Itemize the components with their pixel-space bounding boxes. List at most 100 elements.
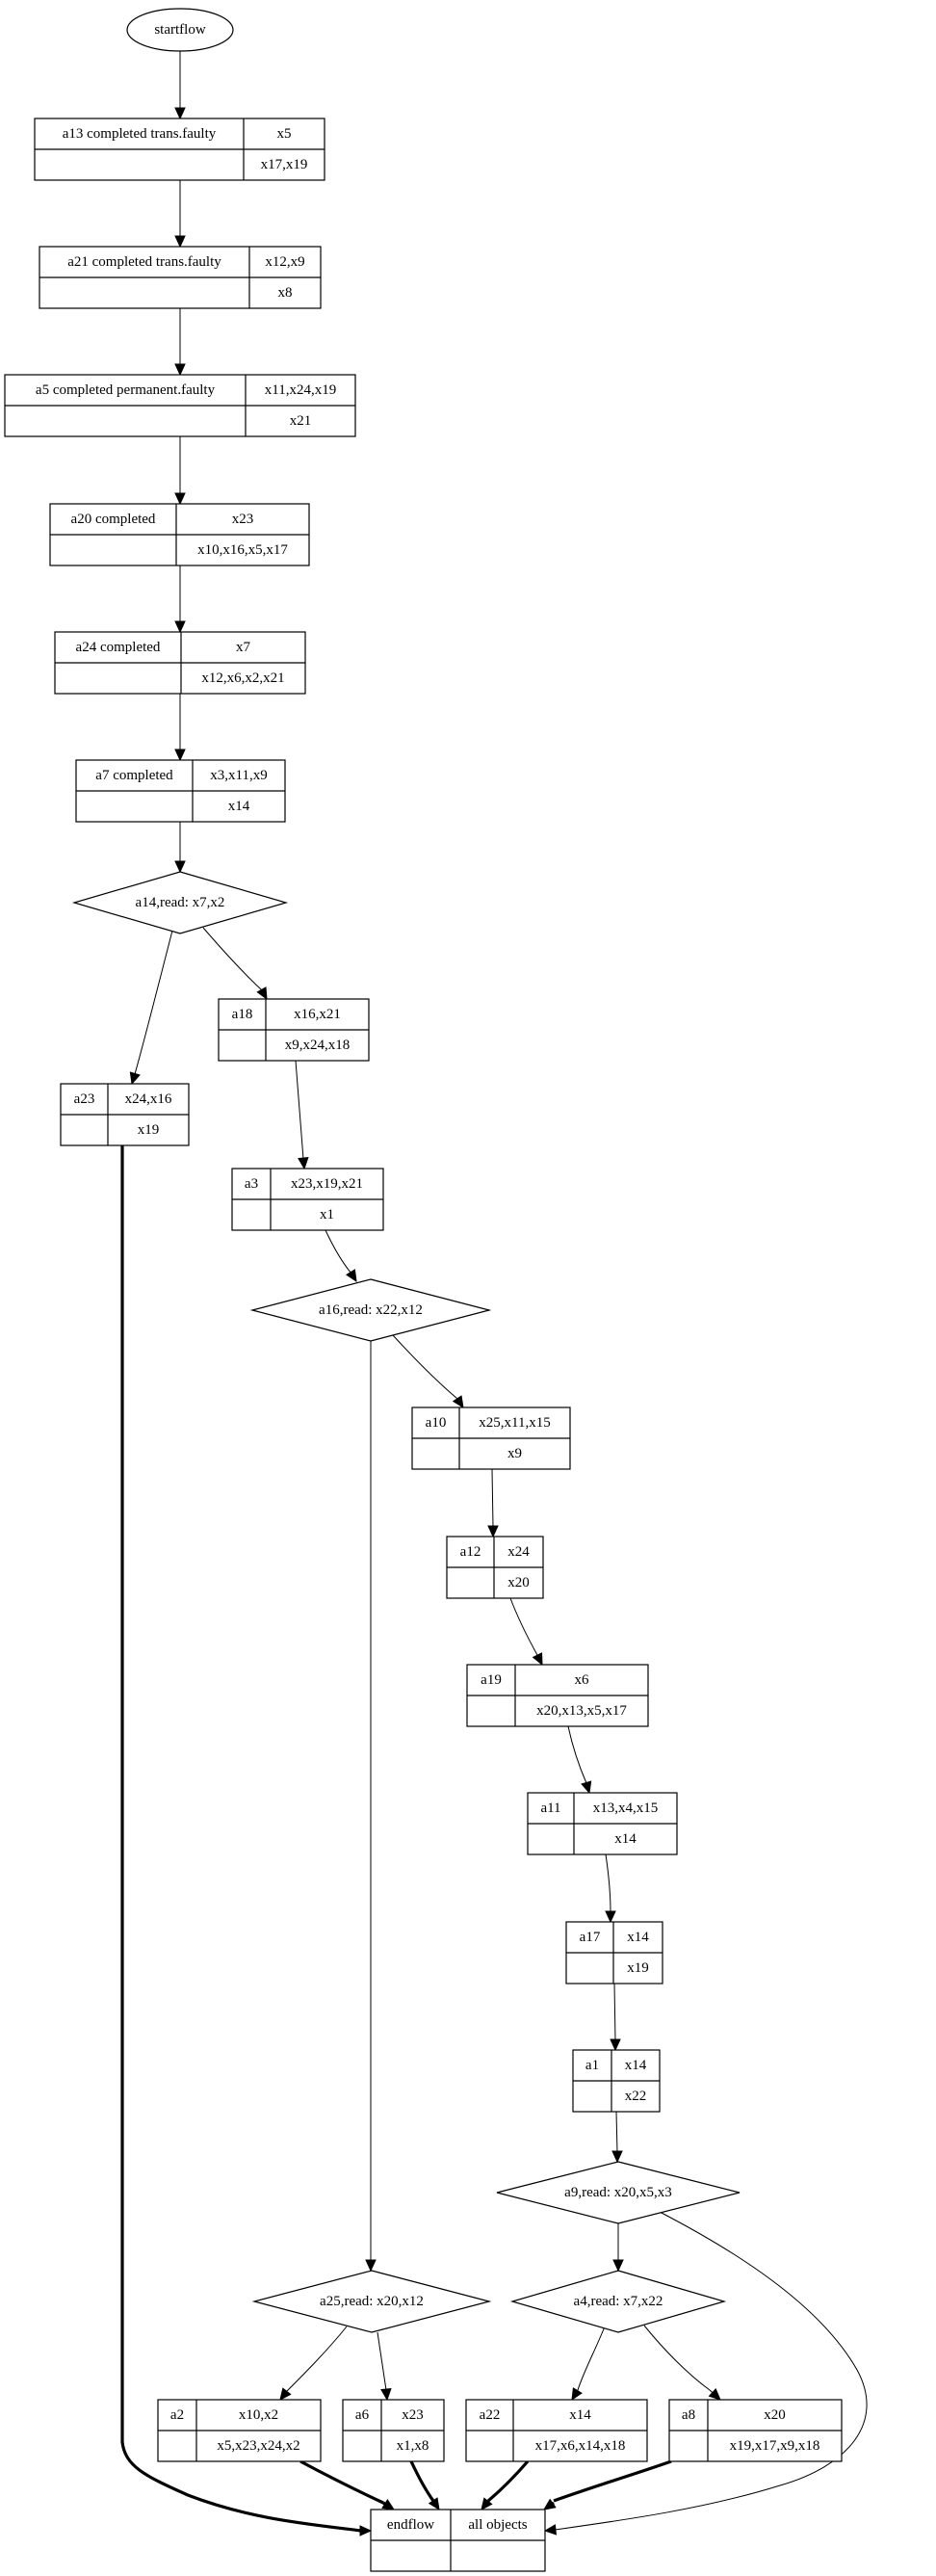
edge-line xyxy=(295,1060,304,1160)
activity-label: a12 xyxy=(460,1544,481,1560)
activity-objects-bottom: x1 xyxy=(320,1207,334,1222)
arrowhead-icon xyxy=(279,2387,292,2401)
edge-a25-to-a6 xyxy=(377,2331,392,2402)
edge-a18-to-a3 xyxy=(295,1060,309,1170)
activity-objects-bottom: x8 xyxy=(278,285,293,301)
edge-line xyxy=(577,2326,606,2391)
arrowhead-icon xyxy=(346,1269,357,1283)
edge-a21-to-a5 xyxy=(174,308,186,377)
activity-label: a7 completed xyxy=(95,768,173,783)
arrowhead-icon xyxy=(543,2524,558,2536)
edge-a17-to-a1 xyxy=(610,1983,621,2052)
edge-line xyxy=(286,2326,348,2392)
node-a5: a5 completed permanent.faulty x11,x24,x19… xyxy=(4,374,356,437)
start-label: startflow xyxy=(154,22,205,38)
edge-line xyxy=(613,1983,616,2041)
activity-objects-bottom: x9,x24,x18 xyxy=(285,1038,351,1053)
edge-line xyxy=(120,1145,362,2533)
activity-objects-top: x13,x4,x15 xyxy=(593,1801,659,1816)
edge-line xyxy=(605,1853,611,1913)
activity-objects-top: x14 xyxy=(625,2058,647,2073)
activity-objects-top: x25,x11,x15 xyxy=(479,1415,550,1431)
edge-a8-to-endflow xyxy=(543,2459,672,2510)
arrowhead-icon xyxy=(174,235,186,249)
activity-label: a17 xyxy=(580,1930,601,1945)
edge-a22-to-endflow xyxy=(481,2459,530,2510)
activity-objects-bottom: x14 xyxy=(228,799,250,814)
activity-objects-top: x20 xyxy=(764,2407,786,2423)
arrowhead-icon xyxy=(610,2038,621,2052)
activity-label: a11 xyxy=(540,1801,560,1816)
arrowhead-icon xyxy=(571,2387,583,2402)
arrowhead-icon xyxy=(359,2525,373,2537)
activity-objects-top: x14 xyxy=(627,1930,649,1945)
activity-label: a21 completed trans.faulty xyxy=(67,254,221,270)
activity-label: a8 xyxy=(682,2407,695,2423)
arrowhead-icon xyxy=(611,2150,623,2164)
edge-a4-to-a8 xyxy=(643,2325,721,2401)
edge-line xyxy=(554,2211,868,2531)
activity-objects-bottom: x20 xyxy=(507,1575,530,1590)
end-label: endflow xyxy=(387,2517,434,2533)
activity-label: a24 completed xyxy=(76,640,161,655)
arrowhead-icon xyxy=(174,492,186,506)
decision-diamond xyxy=(249,1278,492,1342)
decision-label: a14,read: x7,x2 xyxy=(136,895,225,910)
edge-line xyxy=(643,2325,711,2391)
decision-label: a16,read: x22,x12 xyxy=(319,1302,423,1318)
activity-objects-bottom: x21 xyxy=(290,413,312,429)
edge-a12-to-a19 xyxy=(509,1597,543,1667)
node-a8: a8 x20 x19,x17,x9,x18 xyxy=(668,2399,843,2462)
activity-objects-bottom: x19,x17,x9,x18 xyxy=(730,2438,820,2454)
edge-a20-to-a24 xyxy=(174,565,186,634)
decision-label: a25,read: x20,x12 xyxy=(320,2294,424,2309)
arrowhead-icon xyxy=(174,749,186,762)
edge-a2-to-endflow xyxy=(299,2459,396,2510)
decision-a16: a16,read: x22,x12 xyxy=(249,1278,492,1342)
arrowhead-icon xyxy=(174,363,186,377)
arrowhead-icon xyxy=(256,986,268,1001)
decision-label: a9,read: x20,x5,x3 xyxy=(564,2185,672,2200)
activity-objects-top: x23,x19,x21 xyxy=(291,1176,363,1192)
activity-objects-bottom: x5,x23,x24,x2 xyxy=(217,2438,299,2454)
decision-a25: a25,read: x20,x12 xyxy=(251,2270,492,2333)
edge-line xyxy=(567,1725,587,1784)
edge-a9-to-a4 xyxy=(612,2223,624,2273)
edge-a16-to-a10 xyxy=(392,1334,464,1409)
arrowhead-icon xyxy=(452,1395,464,1409)
arrowhead-icon xyxy=(487,1525,499,1538)
edge-a9-to-endflow xyxy=(543,2211,868,2536)
activity-label: a2 xyxy=(170,2407,184,2423)
arrowhead-icon xyxy=(380,2387,392,2402)
activity-objects-top: x11,x24,x19 xyxy=(265,382,336,398)
activity-label: a5 completed permanent.faulty xyxy=(36,382,216,398)
decision-diamond xyxy=(496,2161,741,2224)
edge-startflow-to-a13 xyxy=(174,51,186,120)
edge-line xyxy=(491,1468,494,1528)
decision-diamond xyxy=(509,2270,727,2333)
edge-line xyxy=(553,2459,672,2503)
edge-line xyxy=(134,930,173,1075)
edge-a19-to-a11 xyxy=(567,1725,592,1795)
activity-objects-top: x23 xyxy=(232,512,254,527)
edge-a16-to-a25 xyxy=(365,1341,377,2273)
activity-objects-bottom: x12,x6,x2,x21 xyxy=(201,670,284,686)
decision-a4: a4,read: x7,x22 xyxy=(509,2270,727,2333)
edge-a5-to-a20 xyxy=(174,436,186,506)
edge-line xyxy=(299,2459,384,2505)
decision-a9: a9,read: x20,x5,x3 xyxy=(496,2161,741,2224)
edge-line xyxy=(202,927,263,991)
